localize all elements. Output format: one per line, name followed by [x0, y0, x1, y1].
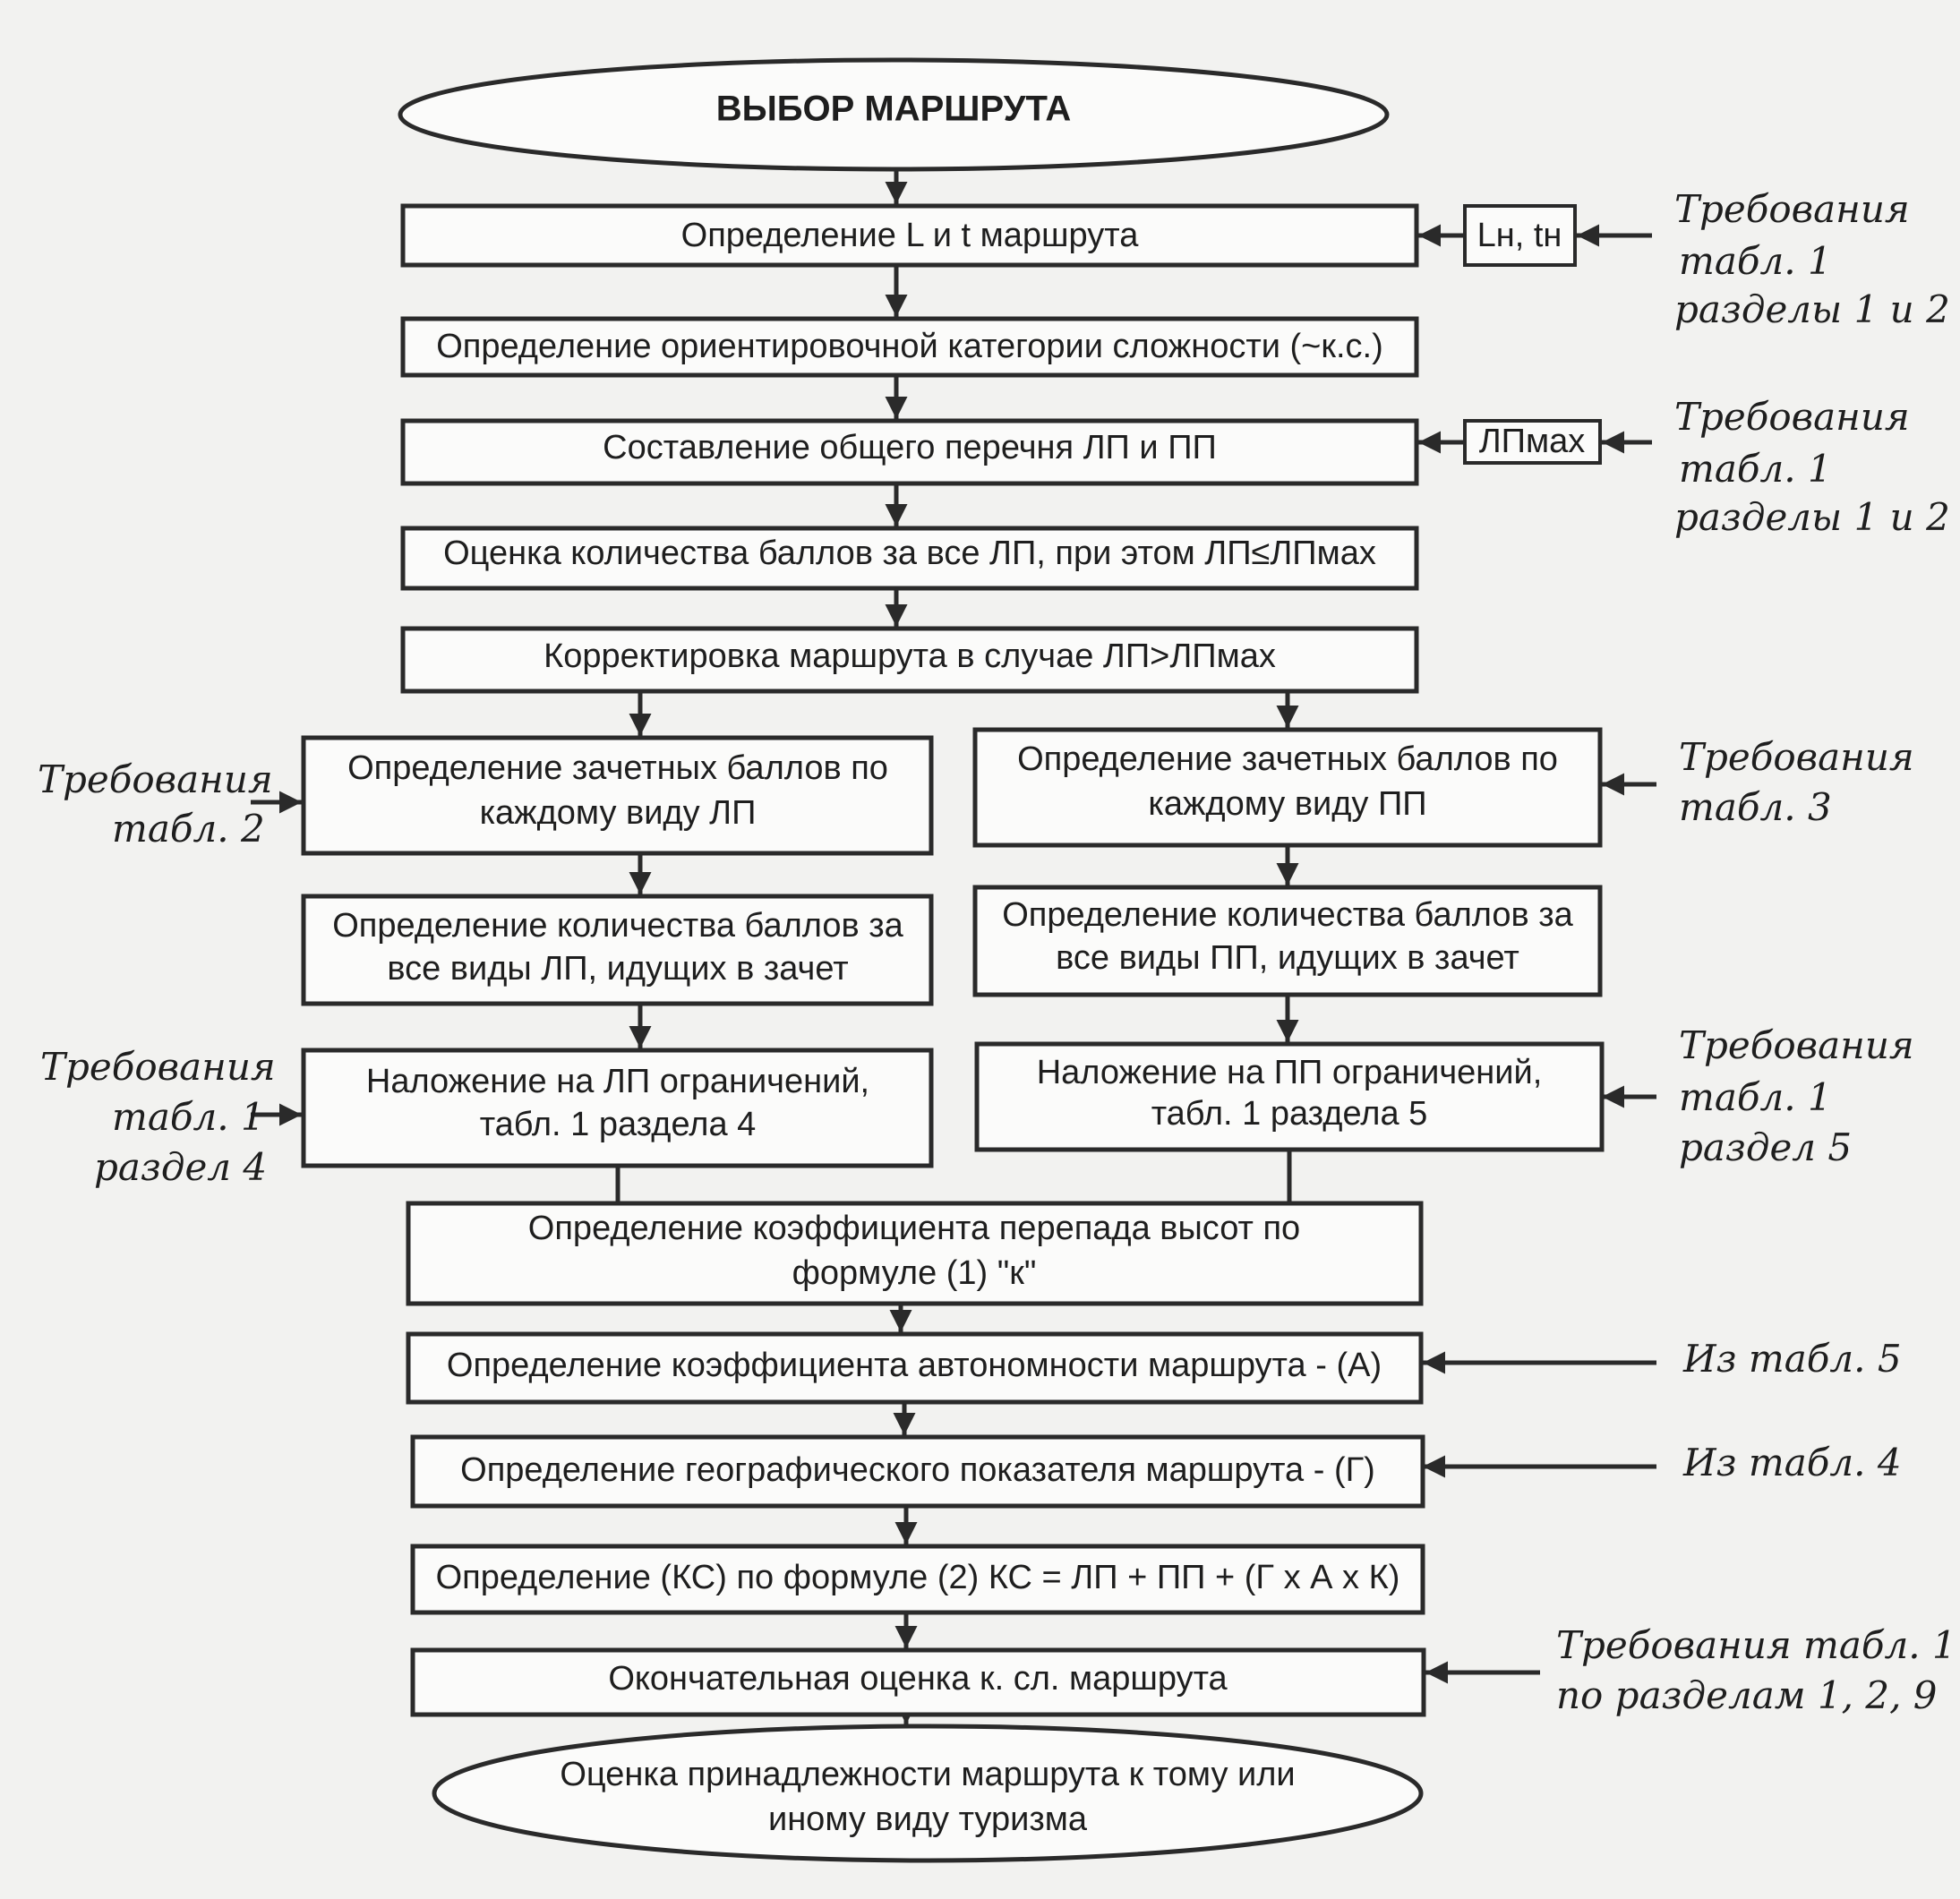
step-text: Определение коэффициента автономности ма… [447, 1347, 1382, 1384]
label-table5: Из табл. 5 [1682, 1337, 1902, 1381]
label-line: Требования [1674, 395, 1910, 439]
step-text: все виды ЛП, идущих в зачет [387, 950, 848, 988]
step-geo: Определение географического показателя м… [410, 1434, 1425, 1509]
step-lp-limits: Наложение на ЛП ограничений, табл. 1 раз… [301, 1048, 934, 1168]
step-text: все виды ПП, идущих в зачет [1056, 939, 1519, 977]
step-text: каждому виду ЛП [480, 794, 757, 832]
step-text: Определение зачетных баллов по [1017, 740, 1558, 778]
step-l-t: Определение L и t маршрута [400, 203, 1419, 268]
label-line: Требования [1679, 735, 1914, 779]
label-line: табл. 1 [1679, 447, 1832, 491]
label-line: по разделам 1, 2, 9 [1556, 1673, 1938, 1717]
label-req-1: Требования табл. 1 разделы 1 и 2 [1674, 187, 1950, 331]
step-text: формуле (1) "к" [792, 1254, 1037, 1292]
step-text: Корректировка маршрута в случае ЛП>ЛПмах [543, 637, 1276, 675]
label-line: разделы 1 и 2 [1674, 495, 1950, 539]
step-text: Определение количества баллов за [1002, 896, 1573, 934]
label-line: раздел 4 [94, 1145, 267, 1189]
label-line: Требования [40, 1045, 276, 1089]
input-text: ЛПмах [1479, 423, 1586, 460]
step-autonomy: Определение коэффициента автономности ма… [406, 1331, 1424, 1405]
label-line: раздел 5 [1679, 1125, 1852, 1169]
step-text: Оценка количества баллов за все ЛП, при … [443, 535, 1376, 572]
step-text: Составление общего перечня ЛП и ПП [603, 429, 1217, 466]
step-final: Окончательная оценка к. сл. маршрута [410, 1647, 1426, 1717]
label-line: табл. 1 [1679, 1075, 1832, 1119]
label-req-table3: Требования табл. 3 [1679, 735, 1914, 829]
step-text: Определение зачетных баллов по [347, 749, 888, 787]
step-text: Определение L и t маршрута [681, 217, 1140, 254]
start-label: ВЫБОР МАРШРУТА [716, 90, 1072, 129]
start-terminal: ВЫБОР МАРШРУТА [398, 57, 1390, 172]
step-pp-credit: Определение зачетных баллов по каждому в… [972, 727, 1603, 848]
label-req-section5: Требования табл. 1 раздел 5 [1679, 1023, 1914, 1169]
label-req-table2: Требования табл. 2 [38, 757, 273, 851]
step-formula: Определение (КС) по формуле (2) КС = ЛП … [410, 1544, 1425, 1615]
label-line: табл. 1 [1679, 239, 1832, 283]
step-text: Определение коэффициента перепада высот … [528, 1210, 1300, 1247]
label-line: табл. 2 [112, 807, 265, 851]
input-lh-th: Lн, tн [1463, 204, 1577, 267]
step-text: Наложение на ПП ограничений, [1037, 1054, 1543, 1091]
label-line: Требования табл. 1 [1556, 1623, 1956, 1667]
end-terminal: Оценка принадлежности маршрута к тому ил… [432, 1724, 1424, 1863]
step-text: Определение географического показателя м… [460, 1451, 1375, 1489]
step-lp-total: Определение количества баллов за все вид… [301, 894, 934, 1006]
step-points: Оценка количества баллов за все ЛП, при … [400, 526, 1419, 591]
step-category: Определение ориентировочной категории сл… [400, 316, 1419, 378]
step-pp-total: Определение количества баллов за все вид… [972, 885, 1603, 997]
step-list: Составление общего перечня ЛП и ПП [400, 418, 1419, 486]
step-text: табл. 1 раздела 5 [1151, 1095, 1428, 1133]
end-label: Оценка принадлежности маршрута к тому ил… [560, 1756, 1295, 1793]
end-label: иному виду туризма [768, 1801, 1088, 1838]
label-line: Требования [1674, 187, 1910, 231]
label-req-2: Требования табл. 1 разделы 1 и 2 [1674, 395, 1950, 539]
connectors [251, 168, 1656, 1724]
label-line: Требования [1679, 1023, 1914, 1067]
label-table4: Из табл. 4 [1682, 1441, 1902, 1484]
label-line: табл. 3 [1679, 785, 1832, 829]
label-line: Требования [38, 757, 273, 801]
input-text: Lн, tн [1477, 217, 1562, 254]
step-text: Определение (КС) по формуле (2) КС = ЛП … [436, 1559, 1400, 1596]
step-text: каждому виду ПП [1148, 785, 1426, 823]
label-req-section4: Требования табл. 1 раздел 4 [40, 1045, 276, 1189]
step-text: Окончательная оценка к. сл. маршрута [608, 1660, 1228, 1698]
input-lp-max: ЛПмах [1463, 419, 1602, 465]
step-text: Определение ориентировочной категории сл… [436, 328, 1383, 365]
step-lp-credit: Определение зачетных баллов по каждому в… [301, 735, 934, 856]
step-height-coef: Определение коэффициента перепада высот … [406, 1201, 1424, 1306]
step-text: Определение количества баллов за [332, 907, 903, 945]
label-line: разделы 1 и 2 [1674, 287, 1950, 331]
label-line: табл. 1 [112, 1095, 265, 1139]
step-text: табл. 1 раздела 4 [480, 1106, 757, 1143]
step-text: Наложение на ЛП ограничений, [366, 1063, 869, 1100]
step-correction: Корректировка маршрута в случае ЛП>ЛПмах [400, 626, 1419, 694]
label-req-final: Требования табл. 1 по разделам 1, 2, 9 [1556, 1623, 1956, 1717]
step-pp-limits: Наложение на ПП ограничений, табл. 1 раз… [974, 1041, 1605, 1152]
